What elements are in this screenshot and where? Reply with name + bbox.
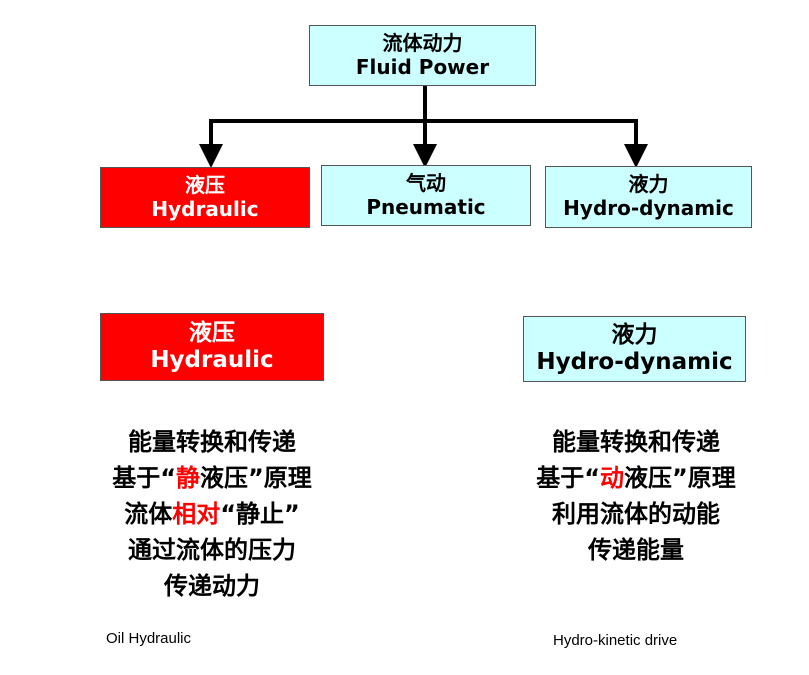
hydraulic-desc-line-2: 基于“静液压”原理 [90, 460, 334, 496]
oil-hydraulic-caption: Oil Hydraulic [106, 630, 192, 647]
branch-pneumatic-zh: 气动 [406, 170, 446, 195]
hydraulic-desc-line-2-pre: 基于“ [112, 464, 176, 492]
hydrodynamic-desc-line-4: 传递能量 [588, 536, 684, 564]
hydrodynamic-desc-line-2-post: 液压”原理 [624, 464, 736, 492]
hydraulic-desc-line-3: 流体相对“静止” [90, 496, 334, 532]
hydrodynamic-description: 能量转换和传递 基于“动液压”原理 利用流体的动能 传递能量 [514, 424, 758, 568]
branch-hydraulic-zh: 液压 [185, 172, 225, 197]
hydraulic-detail-box: 液压 Hydraulic [100, 313, 324, 381]
hydraulic-desc-line-2-highlight: 静 [176, 464, 200, 492]
branch-hydrodynamic-box: 液力 Hydro-dynamic [545, 166, 752, 228]
hydrodynamic-detail-en: Hydro-dynamic [536, 349, 733, 375]
hydraulic-description: 能量转换和传递 基于“静液压”原理 流体相对“静止” 通过流体的压力 传递动力 [90, 424, 334, 604]
hydraulic-desc-line-4: 通过流体的压力 [128, 536, 296, 564]
hydraulic-desc-line-3-pre: 流体 [124, 500, 173, 528]
branch-pneumatic-box: 气动 Pneumatic [321, 165, 531, 226]
branch-hydraulic-en: Hydraulic [151, 196, 259, 221]
hydraulic-desc-line-2-post: 液压”原理 [200, 464, 312, 492]
hydraulic-desc-line-1: 能量转换和传递 [128, 428, 296, 456]
hydro-kinetic-caption: Hydro-kinetic drive [553, 632, 678, 649]
hydraulic-desc-line-3-highlight: 相对 [172, 500, 221, 528]
branch-hydrodynamic-en: Hydro-dynamic [563, 196, 734, 220]
root-fluid-power-box: 流体动力 Fluid Power [309, 25, 536, 86]
branch-hydrodynamic-zh: 液力 [628, 172, 669, 197]
hydrodynamic-desc-line-2: 基于“动液压”原理 [514, 460, 758, 496]
hydraulic-desc-line-3-post: “静止” [220, 500, 300, 528]
hydrodynamic-desc-line-2-highlight: 动 [600, 464, 624, 492]
branch-hydraulic-box: 液压 Hydraulic [100, 167, 310, 228]
hydrodynamic-desc-line-1: 能量转换和传递 [552, 428, 720, 456]
hydrodynamic-desc-line-2-pre: 基于“ [536, 464, 600, 492]
hydraulic-detail-en: Hydraulic [150, 347, 274, 373]
branch-pneumatic-en: Pneumatic [366, 194, 486, 219]
hydrodynamic-detail-box: 液力 Hydro-dynamic [523, 316, 746, 382]
root-label-en: Fluid Power [355, 54, 490, 79]
hydraulic-detail-zh: 液压 [189, 319, 235, 346]
root-label-zh: 流体动力 [382, 30, 463, 55]
hydrodynamic-detail-zh: 液力 [611, 321, 658, 348]
hydraulic-desc-line-5: 传递动力 [164, 572, 260, 600]
hydrodynamic-desc-line-3: 利用流体的动能 [552, 500, 720, 528]
